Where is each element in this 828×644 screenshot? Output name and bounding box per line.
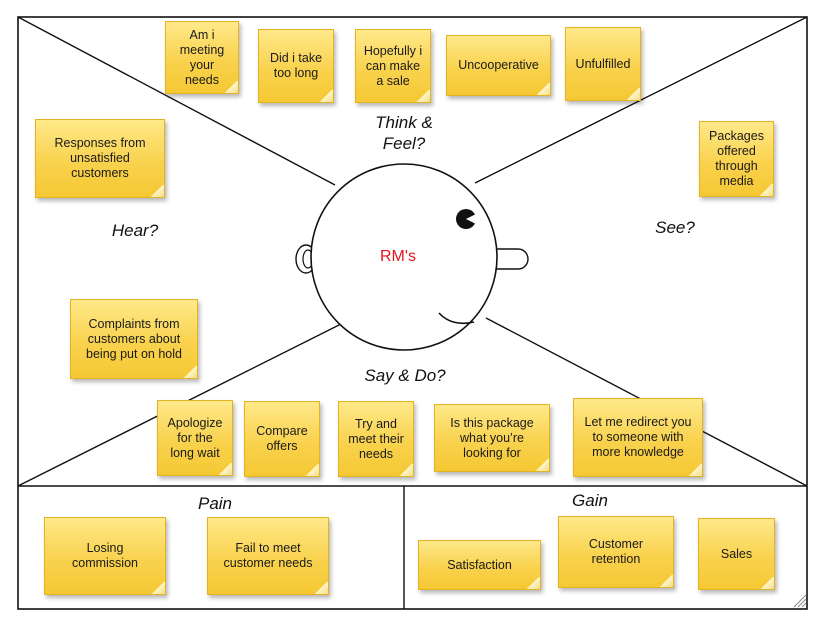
sticky-note-say[interactable]: Is this package what you’re looking for [434,404,550,472]
mouth-shape [438,312,475,325]
sticky-note-say[interactable]: Try and meet their needs [338,401,414,477]
sticky-note-see[interactable]: Packages offered through media [699,121,774,197]
sticky-note-think[interactable]: Did i take too long [258,29,334,103]
sticky-note-think[interactable]: Am i meeting your needs [165,21,239,94]
label-say-do: Say & Do? [364,366,446,385]
head-circle [310,163,498,351]
sticky-note-think[interactable]: Uncooperative [446,35,551,96]
label-think-feel: Think & Feel? [375,113,433,153]
sticky-note-gain[interactable]: Sales [698,518,775,590]
sticky-note-say[interactable]: Compare offers [244,401,320,477]
outer-frame [17,16,808,610]
sticky-note-say[interactable]: Let me redirect you to someone with more… [573,398,703,477]
sticky-note-gain[interactable]: Customer retention [558,516,674,588]
eye-highlight [466,213,480,225]
label-pain: Pain [197,494,233,513]
sticky-note-hear[interactable]: Complaints from customers about being pu… [70,299,198,379]
sticky-note-think[interactable]: Hopefully i can make a sale [355,29,431,103]
nose-shape [495,248,529,270]
center-label: RM's [380,248,416,265]
sticky-note-think[interactable]: Unfulfilled [565,27,641,101]
label-hear: Hear? [111,221,159,240]
sticky-note-pain[interactable]: Losing commission [44,517,166,595]
sticky-note-say[interactable]: Apologize for the long wait [157,400,233,476]
resize-grip-icon[interactable] [793,594,807,608]
sticky-note-hear[interactable]: Responses from unsatisfied customers [35,119,165,198]
sticky-note-gain[interactable]: Satisfaction [418,540,541,590]
diagonal-top-left [17,16,336,186]
label-see: See? [655,218,695,237]
sticky-note-pain[interactable]: Fail to meet customer needs [207,517,329,595]
label-gain: Gain [572,491,608,510]
diagonal-top-right [474,16,808,184]
